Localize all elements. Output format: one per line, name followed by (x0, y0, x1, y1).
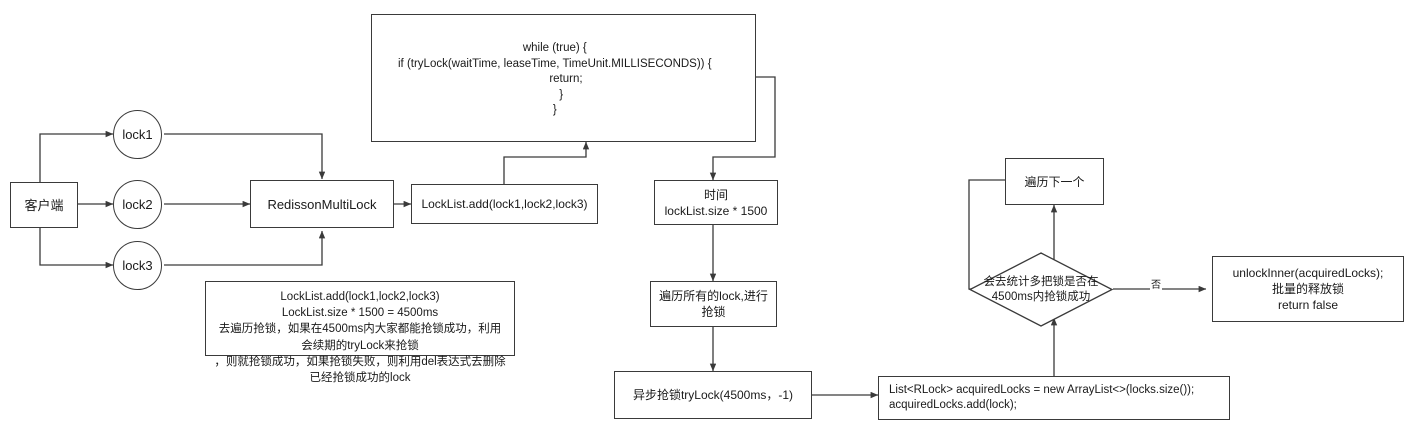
node-redissonmultilock[interactable]: RedissonMultiLock (250, 180, 394, 228)
node-next-iteration-label: 遍历下一个 (1024, 174, 1085, 189)
node-acquired-locks-text: List<RLock> acquiredLocks = new ArrayLis… (889, 383, 1195, 412)
edge-label-no: 否 (1150, 276, 1162, 291)
node-lock1[interactable]: lock1 (113, 110, 162, 159)
edge-client-lock1 (39, 130, 114, 182)
node-lock3[interactable]: lock3 (113, 241, 162, 290)
node-unlock-inner-text: unlockInner(acquiredLocks); 批量的释放锁 retur… (1232, 266, 1384, 312)
node-code-block[interactable]: while (true) { if (tryLock(waitTime, lea… (371, 14, 756, 142)
node-async-trylock-label: 异步抢锁tryLock(4500ms，-1) (632, 388, 794, 402)
node-unlock-inner[interactable]: unlockInner(acquiredLocks); 批量的释放锁 retur… (1212, 256, 1404, 322)
node-client-label: 客户端 (24, 197, 64, 213)
edge-lock3-multilock (164, 230, 326, 266)
edge-client-lock3 (39, 227, 114, 269)
node-decision-lock-success[interactable]: 会去统计多把锁是否在 4500ms内抢锁成功 (968, 251, 1114, 328)
node-lock1-label: lock1 (122, 127, 153, 142)
node-redissonmultilock-label: RedissonMultiLock (267, 196, 377, 212)
node-decision-label: 会去统计多把锁是否在 4500ms内抢锁成功 (983, 275, 1099, 303)
node-lock2[interactable]: lock2 (113, 180, 162, 229)
edge-locklistadd-code (503, 141, 590, 184)
node-client[interactable]: 客户端 (10, 182, 78, 228)
node-traverse-all-locks-label: 遍历所有的lock,进行 抢锁 (659, 289, 768, 319)
node-note-block[interactable]: LockList.add(lock1,lock2,lock3) LockList… (205, 281, 515, 384)
node-async-trylock[interactable]: 异步抢锁tryLock(4500ms，-1) (614, 371, 812, 419)
node-locklist-add-label: LockList.add(lock1,lock2,lock3) (421, 197, 588, 211)
node-locklist-add[interactable]: LockList.add(lock1,lock2,lock3) (411, 184, 598, 224)
edge-lock1-multilock (164, 133, 326, 180)
node-code-block-text: while (true) { if (tryLock(waitTime, lea… (398, 42, 712, 116)
node-lock3-label: lock3 (122, 258, 153, 273)
node-traverse-all-locks[interactable]: 遍历所有的lock,进行 抢锁 (650, 281, 777, 327)
decision-diamond-shape (968, 252, 1114, 327)
node-lock2-label: lock2 (122, 197, 153, 212)
node-next-iteration[interactable]: 遍历下一个 (1005, 158, 1104, 205)
node-note-block-text: LockList.add(lock1,lock2,lock3) LockList… (214, 291, 506, 385)
node-time-label: 时间 lockList.size * 1500 (664, 187, 768, 218)
node-time[interactable]: 时间 lockList.size * 1500 (654, 180, 778, 225)
node-acquired-locks[interactable]: List<RLock> acquiredLocks = new ArrayLis… (878, 376, 1230, 420)
